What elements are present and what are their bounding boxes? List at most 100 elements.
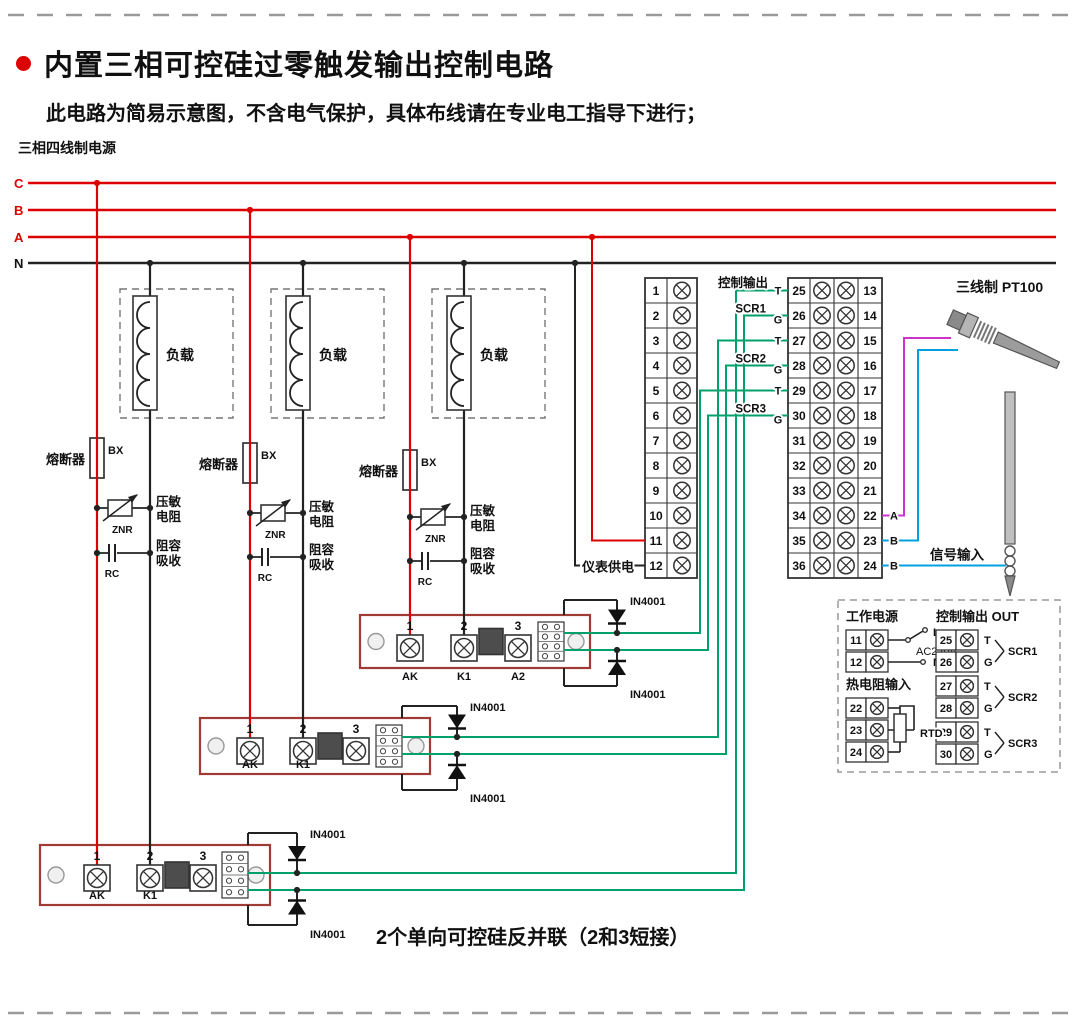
terminal-number: 20 bbox=[863, 459, 877, 473]
rc-code: RC bbox=[418, 577, 432, 588]
screw-slot bbox=[962, 635, 972, 645]
rc-label: 吸收 bbox=[309, 557, 335, 572]
screw-slot bbox=[90, 871, 104, 885]
rc-label: 吸收 bbox=[156, 553, 182, 568]
sensor-thread bbox=[973, 320, 983, 339]
varistor-label: 压敏 bbox=[470, 503, 496, 518]
terminal-number: 35 bbox=[792, 534, 806, 548]
varistor-arrowhead bbox=[441, 503, 451, 512]
strip-screw bbox=[391, 758, 399, 765]
strip-screw bbox=[541, 643, 549, 650]
strip-screw bbox=[237, 889, 245, 896]
sensor-thread bbox=[983, 325, 994, 343]
screw-slot bbox=[675, 484, 689, 497]
terminal-number: 24 bbox=[850, 747, 863, 759]
screw-slot bbox=[675, 309, 689, 322]
signal-input-label: 信号输入 bbox=[930, 547, 984, 563]
terminal-number: 23 bbox=[863, 534, 877, 548]
tg-tag: T bbox=[984, 681, 991, 693]
strip-screw bbox=[237, 866, 245, 873]
diode-triangle bbox=[288, 846, 306, 860]
diode-triangle bbox=[608, 609, 626, 624]
screw-slot bbox=[839, 559, 853, 572]
screw-slot bbox=[243, 744, 257, 758]
junction-dot bbox=[588, 233, 596, 241]
tg-tag: G bbox=[984, 703, 993, 715]
signal-terminal-tag: B bbox=[890, 536, 898, 548]
screw-slot bbox=[815, 309, 829, 322]
panel-power-title: 工作电源 bbox=[846, 609, 898, 624]
gate-wire-scr3-g bbox=[564, 414, 788, 651]
sensor-shaft bbox=[992, 331, 1061, 370]
module-terminal-label: AK bbox=[402, 671, 418, 683]
page-title: 内置三相可控硅过零触发输出控制电路 bbox=[44, 50, 555, 82]
gate-wire-scr2-t bbox=[402, 339, 788, 738]
terminal-number: 22 bbox=[850, 703, 862, 715]
module-terminal-number: 1 bbox=[407, 619, 414, 633]
terminal-number: 19 bbox=[863, 434, 877, 448]
terminal-number: 7 bbox=[653, 434, 660, 448]
junction-dot bbox=[299, 553, 307, 561]
terminal-number: 1 bbox=[653, 284, 660, 298]
strip-screw bbox=[225, 889, 233, 896]
strip-screw bbox=[225, 854, 233, 861]
terminal-number: 11 bbox=[850, 635, 862, 647]
diode-triangle bbox=[448, 765, 466, 779]
t-label: T bbox=[775, 336, 782, 348]
switch-contact bbox=[922, 627, 929, 634]
strip-screw bbox=[553, 653, 561, 660]
mounting-hole bbox=[407, 737, 425, 755]
screw-slot bbox=[815, 459, 829, 472]
sensor-spring bbox=[1004, 565, 1016, 577]
rc-code: RC bbox=[105, 569, 119, 580]
mounting-hole bbox=[567, 632, 585, 651]
diode-label: IN4001 bbox=[310, 929, 345, 941]
cap-gap bbox=[421, 551, 430, 571]
pt100-wire-a bbox=[882, 337, 951, 517]
t-label: T bbox=[775, 286, 782, 298]
strip-screw bbox=[391, 727, 399, 734]
load-coil bbox=[289, 301, 304, 407]
screw-slot bbox=[196, 871, 210, 885]
terminal-number: 9 bbox=[653, 484, 660, 498]
cap-gap bbox=[108, 543, 117, 563]
screw-slot bbox=[839, 384, 853, 397]
screw-slot bbox=[403, 641, 417, 655]
gate-wire-scr3-t bbox=[564, 389, 788, 634]
screw-slot bbox=[815, 434, 829, 447]
sensor-spring bbox=[1004, 555, 1016, 567]
mounting-hole bbox=[247, 866, 265, 884]
junction-dot bbox=[613, 629, 621, 637]
sensor-thread bbox=[987, 327, 997, 345]
screw-slot bbox=[815, 409, 829, 422]
rtd-resistor bbox=[893, 713, 907, 743]
module-relay-block bbox=[164, 861, 190, 889]
fuse-code: BX bbox=[421, 457, 437, 469]
terminal-number: 28 bbox=[940, 703, 952, 715]
strip-screw bbox=[379, 758, 387, 765]
terminal-number: 14 bbox=[863, 309, 877, 323]
znr-code: ZNR bbox=[112, 525, 133, 536]
module-relay-block bbox=[317, 732, 343, 760]
screw-slot bbox=[815, 334, 829, 347]
rc-label: 阻容 bbox=[470, 546, 496, 561]
screw-slot bbox=[675, 409, 689, 422]
title-row: 内置三相可控硅过零触发输出控制电路 bbox=[16, 42, 554, 84]
junction-dot bbox=[293, 869, 301, 877]
module-terminal-number: 3 bbox=[515, 619, 522, 633]
terminal-number: 5 bbox=[653, 384, 660, 398]
scr-group-label: SCR2 bbox=[1008, 692, 1037, 704]
rc-code: RC bbox=[258, 573, 272, 584]
load-label: 负载 bbox=[166, 347, 194, 363]
screw-slot bbox=[962, 681, 972, 691]
screw-slot bbox=[839, 334, 853, 347]
neutral-letter: N bbox=[14, 256, 23, 271]
diode-label: IN4001 bbox=[630, 596, 665, 608]
g-label: G bbox=[774, 315, 783, 327]
instrument-power-label: 仪表供电 bbox=[581, 560, 634, 575]
strip-screw bbox=[541, 633, 549, 640]
terminal-number: 11 bbox=[650, 534, 663, 548]
pt100-wire-b1 bbox=[882, 349, 958, 542]
terminal-number: 29 bbox=[940, 727, 952, 739]
junction-dot bbox=[299, 259, 307, 267]
